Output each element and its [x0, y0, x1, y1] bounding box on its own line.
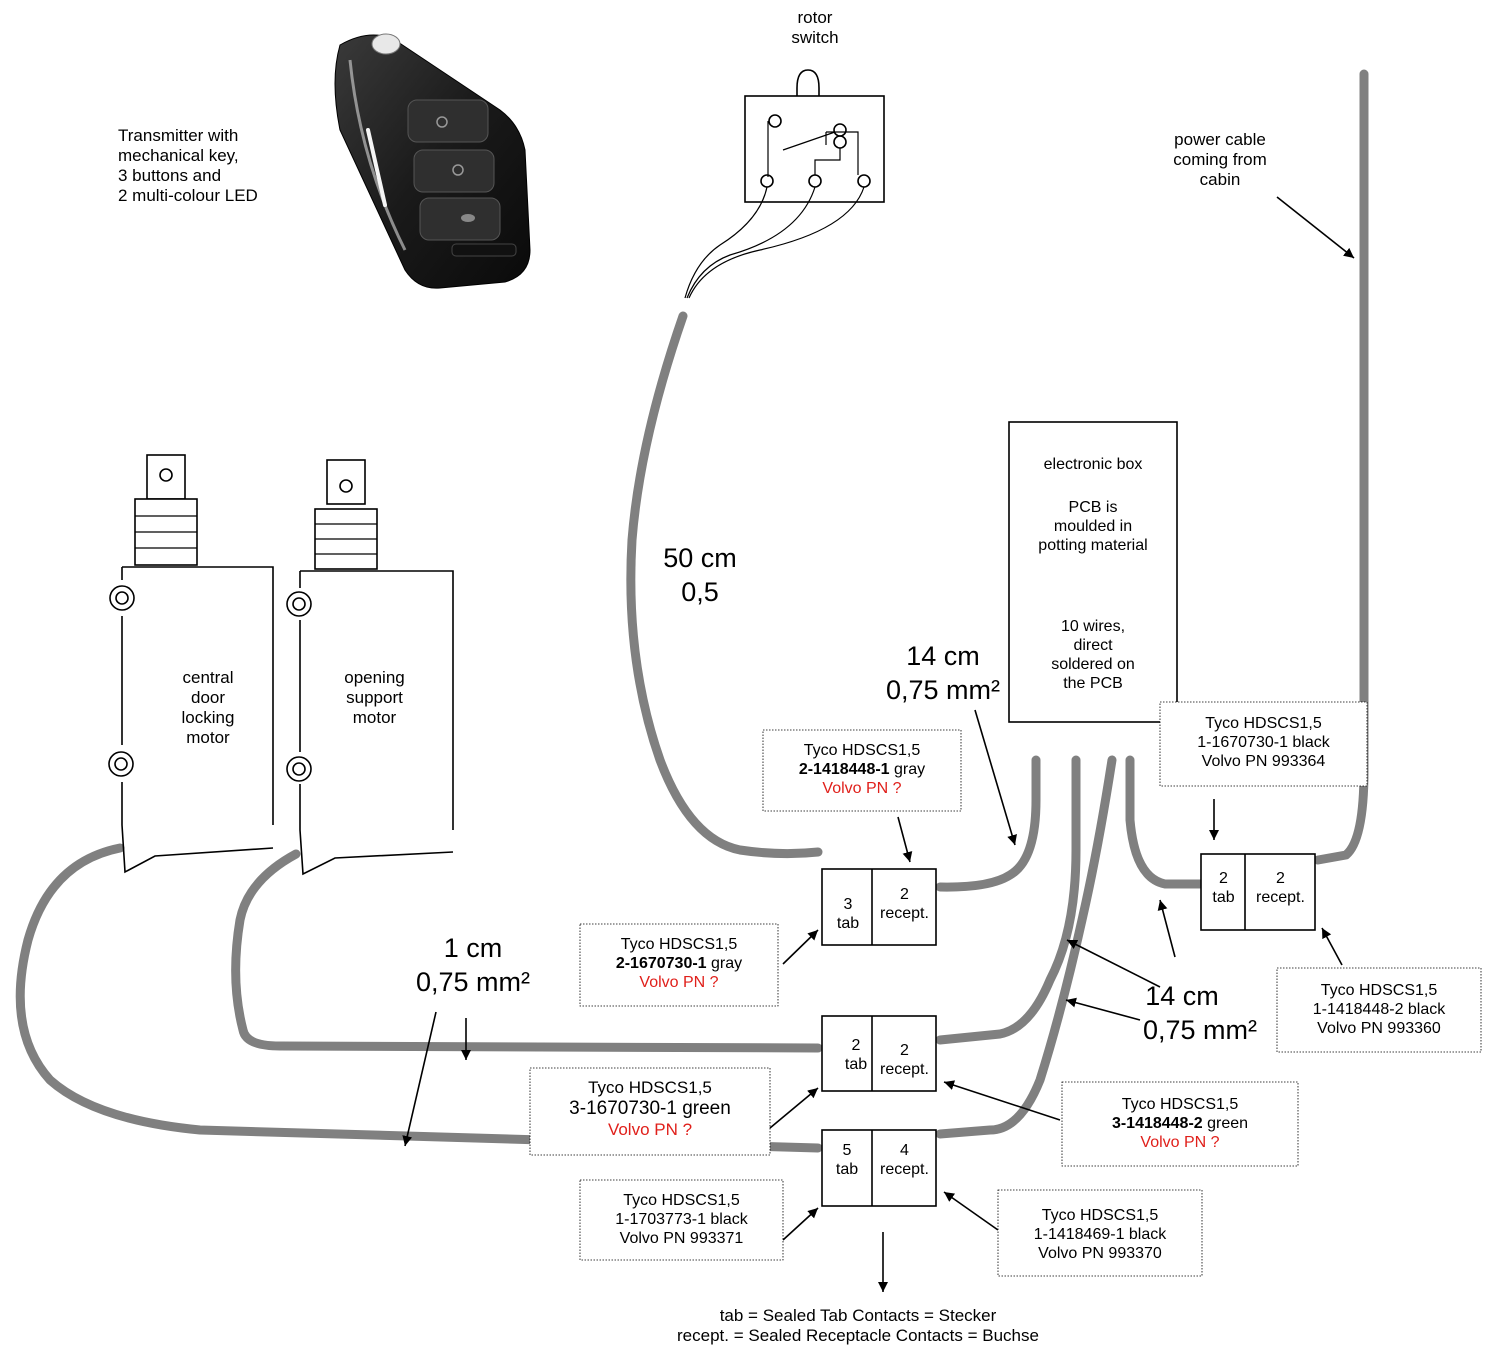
part-label-5: Tyco HDSCS1,5 3-1418448-2 green Volvo PN… [1111, 1096, 1249, 1151]
part-label-3: Tyco HDSCS1,5 3-1670730-1 green Volvo PN… [569, 1078, 731, 1140]
part-box-2 [579, 923, 779, 1007]
part-box-8 [1276, 967, 1482, 1053]
part-box-1 [762, 729, 962, 812]
part-box-5 [1061, 1081, 1299, 1167]
rotor-switch-cable [626, 311, 823, 859]
part-label-7: Tyco HDSCS1,5 1-1670730-1 black Volvo PN… [1197, 715, 1330, 770]
part-label-1: Tyco HDSCS1,5 2-1418448-1 gray Volvo PN … [798, 742, 926, 797]
part-label-6: Tyco HDSCS1,5 1-1418469-1 black Volvo PN… [1033, 1207, 1167, 1262]
central-motor-label: central door locking motor [181, 668, 235, 748]
power-cable-label: power cable coming from cabin [1173, 130, 1267, 190]
motor-cable-spec: 1 cm 0,75 mm² [415, 933, 531, 997]
part-box-7 [1159, 701, 1368, 787]
part-box-6 [997, 1189, 1203, 1277]
box-wire-2 [935, 755, 1081, 1045]
connector-4-outline [1200, 853, 1316, 931]
central-door-locking-motor-drawing [108, 454, 274, 874]
opening-support-motor-drawing [286, 459, 454, 876]
arrows [402, 196, 1355, 1292]
connector-1-outline [821, 868, 937, 946]
electronic-box-title: electronic box [1043, 456, 1143, 473]
cables [15, 69, 1369, 1153]
legend: tab = Sealed Tab Contacts = Stecker rece… [677, 1306, 1039, 1346]
rotor-switch-label: rotor switch [791, 8, 839, 48]
box-wire-3 [935, 755, 1117, 1139]
lower-cable-spec: 14 cm 0,75 mm² [1142, 981, 1258, 1045]
part-box-4 [579, 1179, 784, 1261]
box-wire-1 [935, 755, 1041, 892]
part-label-2: Tyco HDSCS1,5 2-1670730-1 gray Volvo PN … [615, 936, 743, 991]
opening-motor-label: opening support motor [344, 668, 405, 728]
central-motor-cable [15, 843, 823, 1153]
electronic-box-wires: 10 wires, direct soldered on the PCB [1051, 618, 1135, 692]
opening-motor-cable [231, 849, 823, 1053]
connector-3-outline [821, 1129, 937, 1207]
box-wire-4 [1125, 755, 1207, 889]
rotor-switch-drawing [684, 69, 885, 299]
connector-2-outline [821, 1015, 937, 1092]
part-label-4: Tyco HDSCS1,5 1-1703773-1 black Volvo PN… [615, 1192, 748, 1247]
electronic-box-pcb: PCB is moulded in potting material [1038, 499, 1148, 554]
electronic-box-outline [1008, 421, 1178, 723]
part-label-8: Tyco HDSCS1,5 1-1418448-2 black Volvo PN… [1312, 982, 1446, 1037]
transmitter-description: Transmitter with mechanical key, 3 butto… [118, 126, 258, 206]
upper-cable-spec: 14 cm 0,75 mm² [885, 641, 1001, 705]
part-box-3 [529, 1067, 771, 1156]
transmitter-key-fob-image [334, 33, 531, 289]
rotor-cable-spec: 50 cm 0,5 [663, 543, 737, 607]
